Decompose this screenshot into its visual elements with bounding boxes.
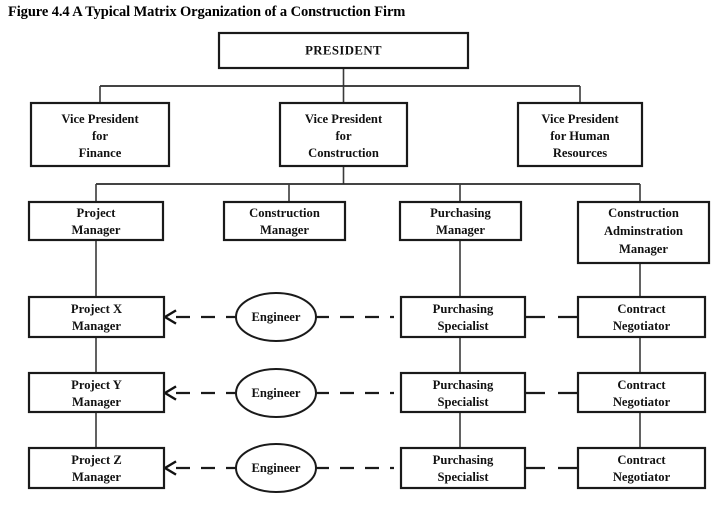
contract-negotiator-y-label-line2: Negotiator: [613, 395, 671, 409]
contract-negotiator-y-box[interactable]: [576, 371, 707, 414]
matrix-link-layer: [162, 309, 578, 476]
construction-manager-label-line2: Manager: [260, 223, 309, 237]
vp-human-resources-label-line1: Vice President: [541, 112, 619, 126]
purchasing-specialist-x-label-line1: Purchasing: [433, 302, 494, 316]
vp-construction-label-line3: Construction: [308, 146, 379, 160]
vp-human-resources-label-line2: for Human: [550, 129, 610, 143]
construction-manager-box[interactable]: [222, 200, 347, 242]
vp-finance-label-line3: Finance: [79, 146, 122, 160]
node-purchasing-specialist-x[interactable]: Purchasing Specialist: [399, 295, 527, 339]
node-vp-construction[interactable]: Vice President for Construction: [278, 101, 409, 168]
project-z-manager-box[interactable]: [27, 446, 166, 490]
construction-administration-manager-box[interactable]: [576, 200, 711, 265]
node-construction-administration-manager[interactable]: Construction Adminstration Manager: [576, 200, 711, 265]
vp-human-resources-label-line3: Resources: [553, 146, 607, 160]
purchasing-manager-label-line1: Purchasing: [430, 206, 491, 220]
node-project-z-manager[interactable]: Project Z Manager: [27, 446, 166, 490]
purchasing-specialist-x-box[interactable]: [399, 295, 527, 339]
vp-finance-label-line2: for: [92, 129, 108, 143]
project-z-manager-label-line1: Project Z: [71, 453, 121, 467]
project-manager-box[interactable]: [27, 200, 165, 242]
vp-construction-box[interactable]: [278, 101, 409, 168]
arrowhead-project-y: [162, 385, 177, 401]
contract-negotiator-y-label-line1: Contract: [617, 378, 666, 392]
contract-negotiator-x-box[interactable]: [576, 295, 707, 339]
vp-finance-box[interactable]: [29, 101, 171, 168]
contract-negotiator-z-box[interactable]: [576, 446, 707, 490]
project-x-manager-label-line1: Project X: [71, 302, 122, 316]
construction-administration-manager-label-line1: Construction: [608, 206, 679, 220]
node-president[interactable]: PRESIDENT: [217, 31, 470, 70]
president-box[interactable]: [217, 31, 470, 70]
arrowhead-project-z: [162, 460, 177, 476]
vp-construction-label-line1: Vice President: [305, 112, 383, 126]
connector-layer: [95, 68, 641, 448]
purchasing-manager-box[interactable]: [398, 200, 523, 242]
project-manager-label-line2: Manager: [72, 223, 121, 237]
project-x-manager-label-line2: Manager: [72, 319, 121, 333]
node-contract-negotiator-y[interactable]: Contract Negotiator: [576, 371, 707, 414]
purchasing-specialist-z-box[interactable]: [399, 446, 527, 490]
purchasing-specialist-x-label-line2: Specialist: [437, 319, 489, 333]
vp-human-resources-box[interactable]: [516, 101, 644, 168]
node-project-manager[interactable]: Project Manager: [27, 200, 165, 242]
project-y-manager-label-line1: Project Y: [71, 378, 122, 392]
node-engineer-y[interactable]: Engineer: [235, 368, 317, 418]
project-y-manager-label-line2: Manager: [72, 395, 121, 409]
purchasing-specialist-y-label-line1: Purchasing: [433, 378, 494, 392]
engineer-x-ellipse[interactable]: [235, 292, 317, 342]
purchasing-specialist-z-label-line1: Purchasing: [433, 453, 494, 467]
node-purchasing-manager[interactable]: Purchasing Manager: [398, 200, 523, 242]
node-engineer-x[interactable]: Engineer: [235, 292, 317, 342]
purchasing-specialist-y-label-line2: Specialist: [437, 395, 489, 409]
node-purchasing-specialist-y[interactable]: Purchasing Specialist: [399, 371, 527, 414]
node-contract-negotiator-x[interactable]: Contract Negotiator: [576, 295, 707, 339]
vp-construction-label-line2: for: [335, 129, 351, 143]
construction-administration-manager-label-line2: Adminstration: [604, 224, 683, 238]
node-construction-manager[interactable]: Construction Manager: [222, 200, 347, 242]
node-vp-finance[interactable]: Vice President for Finance: [29, 101, 171, 168]
figure-title: Figure 4.4 A Typical Matrix Organization…: [8, 4, 406, 20]
engineer-x-label: Engineer: [252, 310, 301, 324]
contract-negotiator-z-label-line2: Negotiator: [613, 470, 671, 484]
node-vp-human-resources[interactable]: Vice President for Human Resources: [516, 101, 644, 168]
construction-manager-label-line1: Construction: [249, 206, 320, 220]
contract-negotiator-x-label-line1: Contract: [617, 302, 666, 316]
engineer-z-ellipse[interactable]: [235, 443, 317, 493]
project-x-manager-box[interactable]: [27, 295, 166, 339]
engineer-z-label: Engineer: [252, 461, 301, 475]
purchasing-specialist-z-label-line2: Specialist: [437, 470, 489, 484]
project-y-manager-box[interactable]: [27, 371, 166, 414]
node-purchasing-specialist-z[interactable]: Purchasing Specialist: [399, 446, 527, 490]
node-engineer-z[interactable]: Engineer: [235, 443, 317, 493]
engineer-y-label: Engineer: [252, 386, 301, 400]
purchasing-specialist-y-box[interactable]: [399, 371, 527, 414]
project-manager-label-line1: Project: [77, 206, 117, 220]
vp-finance-label-line1: Vice President: [61, 112, 139, 126]
arrowhead-project-x: [162, 309, 177, 325]
node-project-y-manager[interactable]: Project Y Manager: [27, 371, 166, 414]
contract-negotiator-x-label-line2: Negotiator: [613, 319, 671, 333]
purchasing-manager-label-line2: Manager: [436, 223, 485, 237]
construction-administration-manager-label-line3: Manager: [619, 242, 668, 256]
president-label: PRESIDENT: [305, 43, 382, 57]
engineer-y-ellipse[interactable]: [235, 368, 317, 418]
project-z-manager-label-line2: Manager: [72, 470, 121, 484]
node-contract-negotiator-z[interactable]: Contract Negotiator: [576, 446, 707, 490]
node-project-x-manager[interactable]: Project X Manager: [27, 295, 166, 339]
contract-negotiator-z-label-line1: Contract: [617, 453, 666, 467]
